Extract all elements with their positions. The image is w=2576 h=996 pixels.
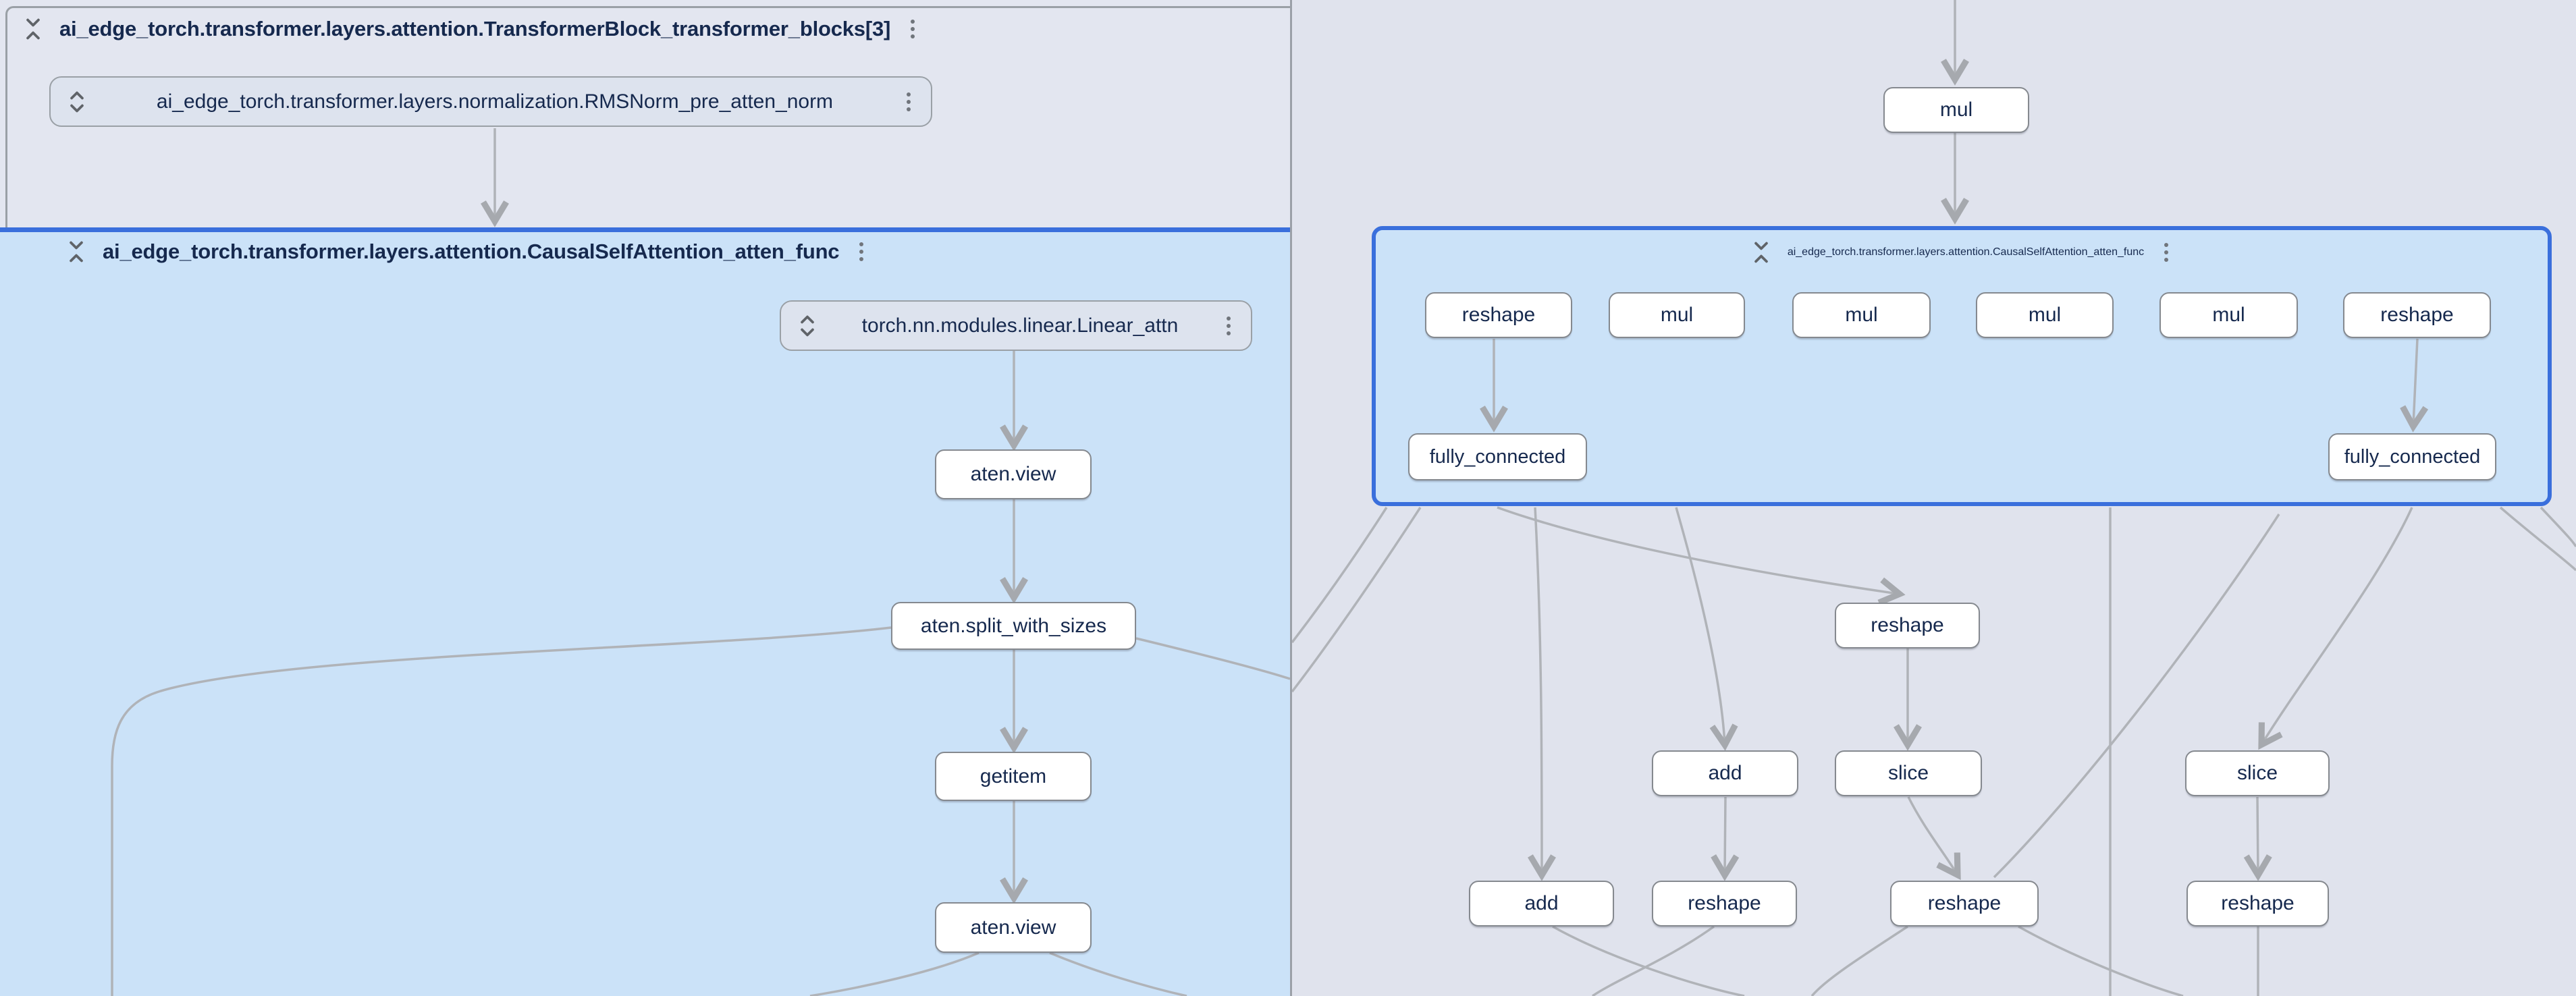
op-node-slice-mid-right[interactable]: slice bbox=[2185, 750, 2330, 796]
op-node-mul-row1-3[interactable]: mul bbox=[1976, 292, 2114, 338]
transformer-block-title: ai_edge_torch.transformer.layers.attenti… bbox=[59, 17, 891, 40]
op-node-getitem[interactable]: getitem bbox=[935, 752, 1092, 801]
op-label: reshape bbox=[1461, 304, 1536, 326]
unfold-less-icon[interactable] bbox=[20, 16, 46, 42]
op-label: reshape bbox=[2221, 892, 2295, 914]
op-node-aten-split-with-sizes[interactable]: aten.split_with_sizes bbox=[891, 602, 1136, 650]
rmsnorm-group-label: ai_edge_torch.transformer.layers.normali… bbox=[156, 90, 834, 113]
op-label: reshape bbox=[2380, 304, 2454, 326]
unfold-less-icon[interactable] bbox=[63, 239, 89, 265]
op-label: mul bbox=[2212, 304, 2245, 326]
kebab-menu-icon[interactable] bbox=[904, 20, 921, 38]
graph-pane-left: ai_edge_torch.transformer.layers.attenti… bbox=[0, 6, 1290, 996]
op-node-mul-row1-2[interactable]: mul bbox=[1792, 292, 1931, 338]
op-node-reshape-bottom-1[interactable]: reshape bbox=[1652, 881, 1797, 926]
op-node-reshape-mid-top[interactable]: reshape bbox=[1835, 603, 1980, 648]
op-node-reshape-bottom-2[interactable]: reshape bbox=[1890, 881, 2039, 926]
op-node-aten-view-1[interactable]: aten.view bbox=[935, 449, 1092, 499]
op-node-fully-connected-right[interactable]: fully_connected bbox=[2328, 433, 2496, 480]
attention-group-header[interactable]: ai_edge_torch.transformer.layers.attenti… bbox=[1748, 237, 2175, 268]
linear-attn-group-node[interactable]: torch.nn.modules.linear.Linear_attn bbox=[780, 300, 1252, 351]
transformer-block-header[interactable]: ai_edge_torch.transformer.layers.attenti… bbox=[20, 13, 921, 45]
kebab-menu-icon[interactable] bbox=[853, 242, 870, 261]
op-label: mul bbox=[1660, 304, 1694, 326]
op-node-mul-row1-4[interactable]: mul bbox=[2159, 292, 2298, 338]
op-label: fully_connected bbox=[2344, 445, 2481, 468]
op-label: mul bbox=[2028, 304, 2062, 326]
op-label: reshape bbox=[1871, 614, 1944, 636]
pane-divider[interactable] bbox=[1290, 0, 1292, 996]
rmsnorm-group-node[interactable]: ai_edge_torch.transformer.layers.normali… bbox=[49, 76, 932, 127]
op-node-reshape-bottom-3[interactable]: reshape bbox=[2186, 881, 2329, 926]
op-node-reshape-row1-right[interactable]: reshape bbox=[2343, 292, 2491, 338]
op-label: reshape bbox=[1927, 892, 2002, 914]
graph-pane-right: ai_edge_torch.transformer.layers.attenti… bbox=[1292, 0, 2576, 996]
op-node-slice-mid-left[interactable]: slice bbox=[1835, 750, 1982, 796]
op-node-add-bottom[interactable]: add bbox=[1469, 881, 1614, 926]
op-node-add-mid[interactable]: add bbox=[1652, 750, 1798, 796]
unfold-more-icon[interactable] bbox=[64, 89, 90, 115]
kebab-menu-icon[interactable] bbox=[2157, 243, 2175, 262]
op-node-aten-view-2[interactable]: aten.view bbox=[935, 902, 1092, 953]
op-node-mul-row1-1[interactable]: mul bbox=[1609, 292, 1745, 338]
kebab-menu-icon[interactable] bbox=[900, 92, 917, 111]
op-label: slice bbox=[1887, 762, 1929, 784]
op-label: reshape bbox=[1688, 892, 1761, 914]
op-label: add bbox=[1708, 762, 1742, 784]
unfold-more-icon[interactable] bbox=[795, 313, 820, 339]
attention-group-title: ai_edge_torch.transformer.layers.attenti… bbox=[1787, 246, 2145, 258]
op-label: aten.split_with_sizes bbox=[920, 614, 1107, 637]
op-label: aten.view bbox=[970, 916, 1056, 939]
attention-group-header[interactable]: ai_edge_torch.transformer.layers.attenti… bbox=[63, 236, 870, 267]
op-label: slice bbox=[2236, 762, 2278, 784]
linear-attn-group-label: torch.nn.modules.linear.Linear_attn bbox=[861, 314, 1179, 337]
op-node-mul-top[interactable]: mul bbox=[1883, 87, 2029, 133]
op-label: add bbox=[1524, 892, 1559, 914]
transformer-block-group-border bbox=[5, 6, 1290, 229]
attention-group-title: ai_edge_torch.transformer.layers.attenti… bbox=[103, 240, 840, 263]
op-label: getitem bbox=[980, 765, 1047, 787]
kebab-menu-icon[interactable] bbox=[1220, 316, 1237, 335]
op-node-fully-connected-left[interactable]: fully_connected bbox=[1408, 433, 1587, 480]
op-label: mul bbox=[1845, 304, 1878, 326]
op-label: aten.view bbox=[970, 463, 1056, 485]
op-label: mul bbox=[1939, 99, 1973, 121]
unfold-less-icon[interactable] bbox=[1748, 240, 1774, 265]
op-node-reshape-row1-left[interactable]: reshape bbox=[1425, 292, 1572, 338]
op-label: fully_connected bbox=[1429, 445, 1566, 468]
